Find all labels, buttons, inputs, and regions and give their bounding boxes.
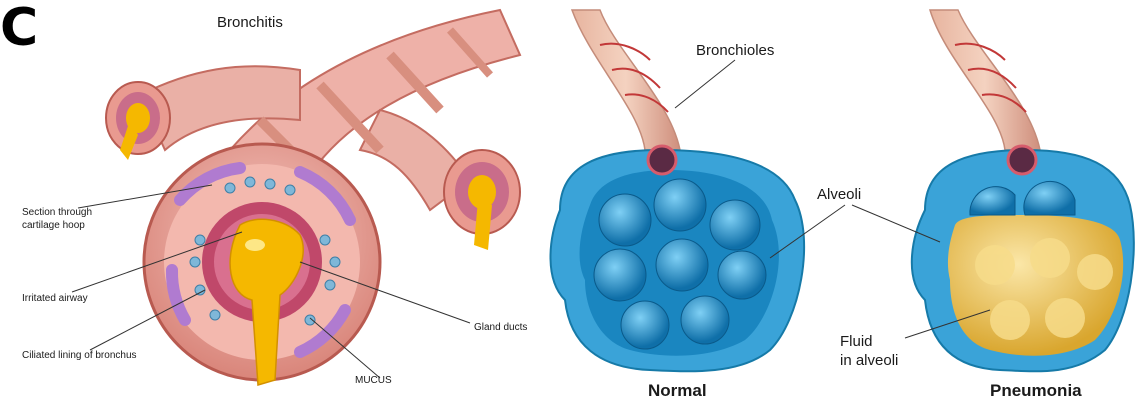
label-mucus: MUCUS — [355, 375, 392, 387]
label-alveoli: Alveoli — [817, 186, 861, 203]
large-bronchus-section — [144, 144, 380, 385]
label-section-line2: cartilage hoop — [22, 220, 85, 232]
label-pneumonia: Pneumonia — [990, 381, 1082, 401]
label-ciliated-lining: Ciliated lining of bronchus — [22, 350, 137, 362]
bronchitis-title: Bronchitis — [217, 14, 283, 31]
label-fluid-line2: in alveoli — [840, 352, 898, 369]
label-gland-ducts: Gland ducts — [474, 322, 527, 334]
small-bronchus-left — [106, 82, 170, 160]
pneumonia-bronchiole — [930, 10, 1040, 150]
label-irritated-airway: Irritated airway — [22, 293, 88, 305]
normal-alveolar-sac — [550, 146, 804, 371]
label-section-line1: Section through — [22, 207, 92, 219]
pneumonia-alveolar-sac — [912, 146, 1134, 371]
label-fluid-line1: Fluid — [840, 333, 873, 350]
normal-bronchiole — [572, 10, 680, 150]
small-bronchus-right — [444, 150, 520, 250]
panel-letter: C — [0, 0, 38, 58]
label-normal: Normal — [648, 381, 707, 401]
label-bronchioles: Bronchioles — [696, 42, 774, 59]
